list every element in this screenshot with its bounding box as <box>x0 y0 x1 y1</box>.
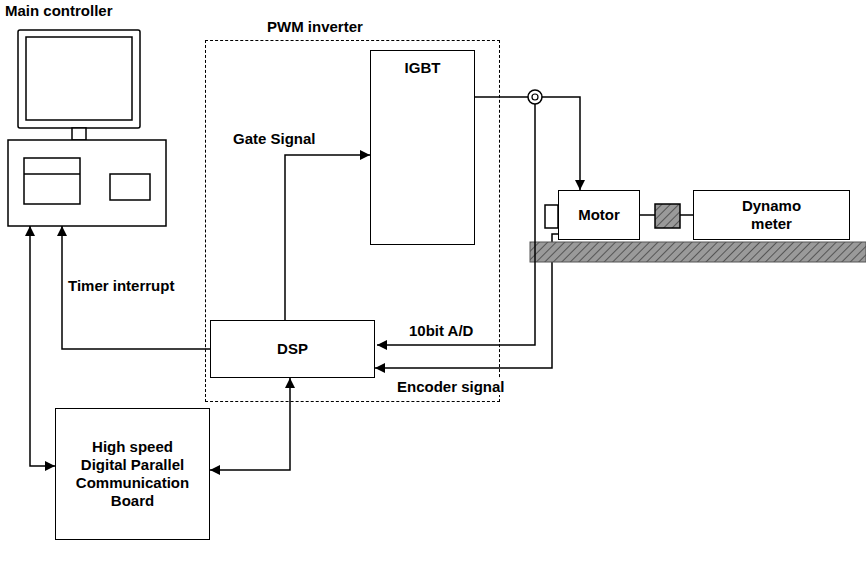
node-text: High speed Digital Parallel Communicatio… <box>74 438 192 510</box>
node-text: DSP <box>277 340 308 358</box>
dynamometer-box: Dynamo meter <box>693 190 850 240</box>
signal-label: Encoder signal <box>396 378 506 395</box>
drive-bay <box>24 158 80 204</box>
drive-slot <box>24 173 80 175</box>
coupling-block <box>655 204 680 228</box>
monitor-screen <box>26 37 132 120</box>
signal-label: Gate Signal <box>232 130 317 147</box>
signal-connector <box>210 378 290 470</box>
igbt-box: IGBT <box>370 50 475 245</box>
signal-connector <box>62 226 210 349</box>
node-text: IGBT <box>405 59 441 77</box>
encoder-block <box>545 205 558 228</box>
signal-connector <box>285 155 370 320</box>
base-plate <box>530 242 866 262</box>
signal-connector <box>475 97 580 190</box>
signal-label: Timer interrupt <box>67 277 175 294</box>
board-box: High speed Digital Parallel Communicatio… <box>55 408 210 540</box>
sensor-core <box>532 94 538 100</box>
sensor-ring <box>528 90 542 104</box>
node-text: Dynamo meter <box>734 197 809 233</box>
motor-box: Motor <box>558 190 640 240</box>
signal-connector <box>30 226 55 466</box>
node-text: Main controller <box>5 2 113 20</box>
node-text: Motor <box>578 206 620 224</box>
drive-bay <box>110 174 150 200</box>
inverter-frame: PWM inverterIGBT DSP <box>205 18 500 402</box>
dsp-box: DSP <box>210 320 375 378</box>
computer-symbol <box>8 30 166 226</box>
node-text: PWM inverter <box>267 18 363 36</box>
computer-case <box>8 140 166 226</box>
computer-node: Main controller <box>5 0 167 226</box>
monitor-stand <box>72 128 86 140</box>
signal-label: 10bit A/D <box>408 322 474 339</box>
monitor-body <box>18 30 140 128</box>
shaft-coupling <box>655 204 680 228</box>
